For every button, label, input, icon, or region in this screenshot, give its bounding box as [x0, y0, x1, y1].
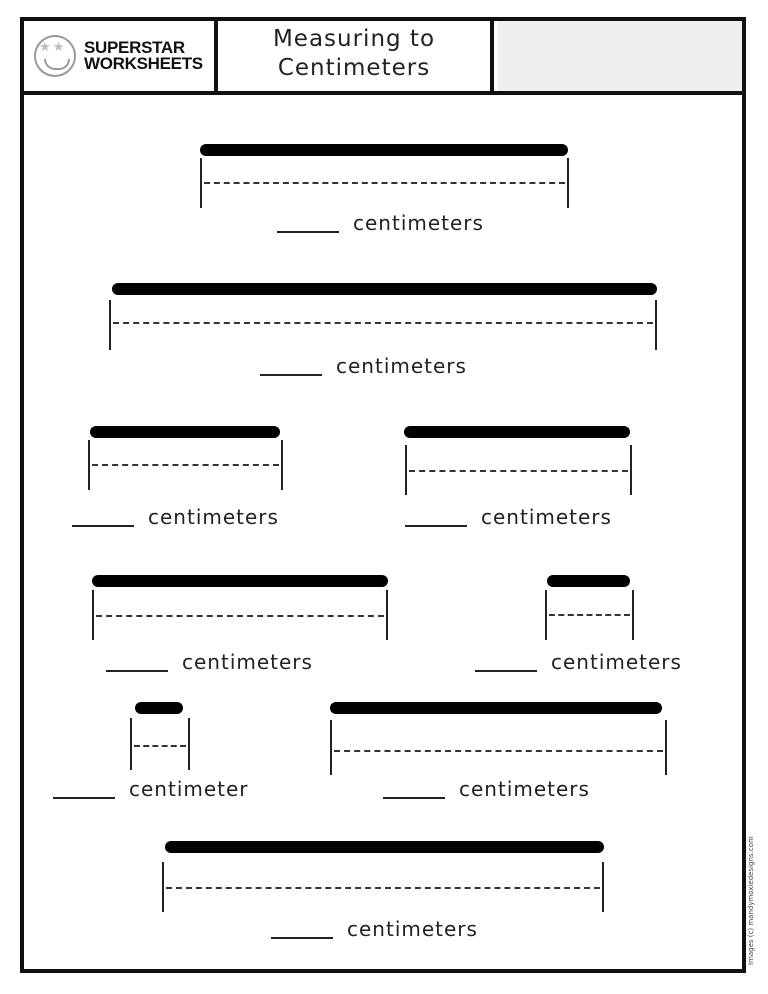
- ruler-tick-right: [386, 590, 388, 640]
- name-box: [498, 21, 742, 91]
- unit-label: centimeters: [148, 505, 279, 529]
- ruler-dashed-line: [204, 182, 565, 184]
- worksheet-frame: SUPERSTAR WORKSHEETS Measuring to Centim…: [20, 17, 746, 973]
- title-line2: Centimeters: [277, 55, 431, 81]
- object-bar: [90, 426, 280, 438]
- unit-label: centimeters: [182, 650, 313, 674]
- logo-text-line2: WORKSHEETS: [84, 54, 203, 73]
- ruler-tick-right: [630, 445, 632, 495]
- object-bar: [92, 575, 388, 587]
- title-line1: Measuring to: [272, 26, 436, 52]
- answer-label: centimeters: [383, 777, 590, 801]
- answer-blank[interactable]: [260, 374, 322, 376]
- ruler-tick-right: [632, 590, 634, 640]
- ruler-tick-left: [130, 718, 132, 770]
- ruler-tick-left: [405, 445, 407, 495]
- object-bar: [112, 283, 657, 295]
- logo: SUPERSTAR WORKSHEETS: [24, 21, 218, 91]
- answer-label: centimeters: [271, 917, 478, 941]
- answer-blank[interactable]: [383, 797, 445, 799]
- ruler-tick-right: [567, 158, 569, 208]
- object-bar: [135, 702, 183, 714]
- logo-text-line1: SUPERSTAR: [84, 38, 185, 57]
- unit-label: centimeters: [551, 650, 682, 674]
- ruler-tick-right: [655, 300, 657, 350]
- answer-label: centimeters: [260, 354, 467, 378]
- ruler-tick-left: [109, 300, 111, 350]
- ruler-tick-left: [92, 590, 94, 640]
- answer-blank[interactable]: [475, 670, 537, 672]
- answer-label: centimeters: [405, 505, 612, 529]
- ruler-dashed-line: [134, 745, 186, 747]
- ruler-dashed-line: [549, 614, 630, 616]
- unit-label: centimeters: [353, 211, 484, 235]
- object-bar: [200, 144, 568, 156]
- ruler-tick-right: [281, 440, 283, 490]
- ruler-tick-right: [602, 862, 604, 912]
- unit-label: centimeter: [129, 777, 249, 801]
- ruler-tick-left: [330, 720, 332, 775]
- answer-label: centimeters: [72, 505, 279, 529]
- ruler-tick-left: [88, 440, 90, 490]
- answer-label: centimeters: [277, 211, 484, 235]
- ruler-tick-left: [200, 158, 202, 208]
- ruler-dashed-line: [166, 887, 600, 889]
- unit-label: centimeters: [347, 917, 478, 941]
- object-bar: [404, 426, 630, 438]
- unit-label: centimeters: [481, 505, 612, 529]
- object-bar: [165, 841, 604, 853]
- answer-blank[interactable]: [53, 797, 115, 799]
- image-credit: Images (c) mandymoxiedesigns.com: [747, 836, 755, 965]
- answer-label: centimeters: [106, 650, 313, 674]
- ruler-dashed-line: [409, 470, 628, 472]
- answer-blank[interactable]: [277, 231, 339, 233]
- ruler-tick-left: [162, 862, 164, 912]
- star-face-icon: [34, 35, 76, 77]
- answer-blank[interactable]: [271, 937, 333, 939]
- ruler-tick-right: [188, 718, 190, 770]
- page-title: Measuring to Centimeters: [218, 21, 494, 91]
- ruler-tick-left: [545, 590, 547, 640]
- answer-blank[interactable]: [106, 670, 168, 672]
- object-bar: [330, 702, 662, 714]
- answer-blank[interactable]: [72, 525, 134, 527]
- unit-label: centimeters: [459, 777, 590, 801]
- ruler-dashed-line: [92, 464, 279, 466]
- unit-label: centimeters: [336, 354, 467, 378]
- answer-label: centimeter: [53, 777, 249, 801]
- ruler-dashed-line: [113, 322, 653, 324]
- worksheet-header: SUPERSTAR WORKSHEETS Measuring to Centim…: [24, 21, 742, 95]
- object-bar: [547, 575, 630, 587]
- ruler-dashed-line: [334, 750, 663, 752]
- ruler-tick-right: [665, 720, 667, 775]
- answer-blank[interactable]: [405, 525, 467, 527]
- answer-label: centimeters: [475, 650, 682, 674]
- ruler-dashed-line: [96, 615, 384, 617]
